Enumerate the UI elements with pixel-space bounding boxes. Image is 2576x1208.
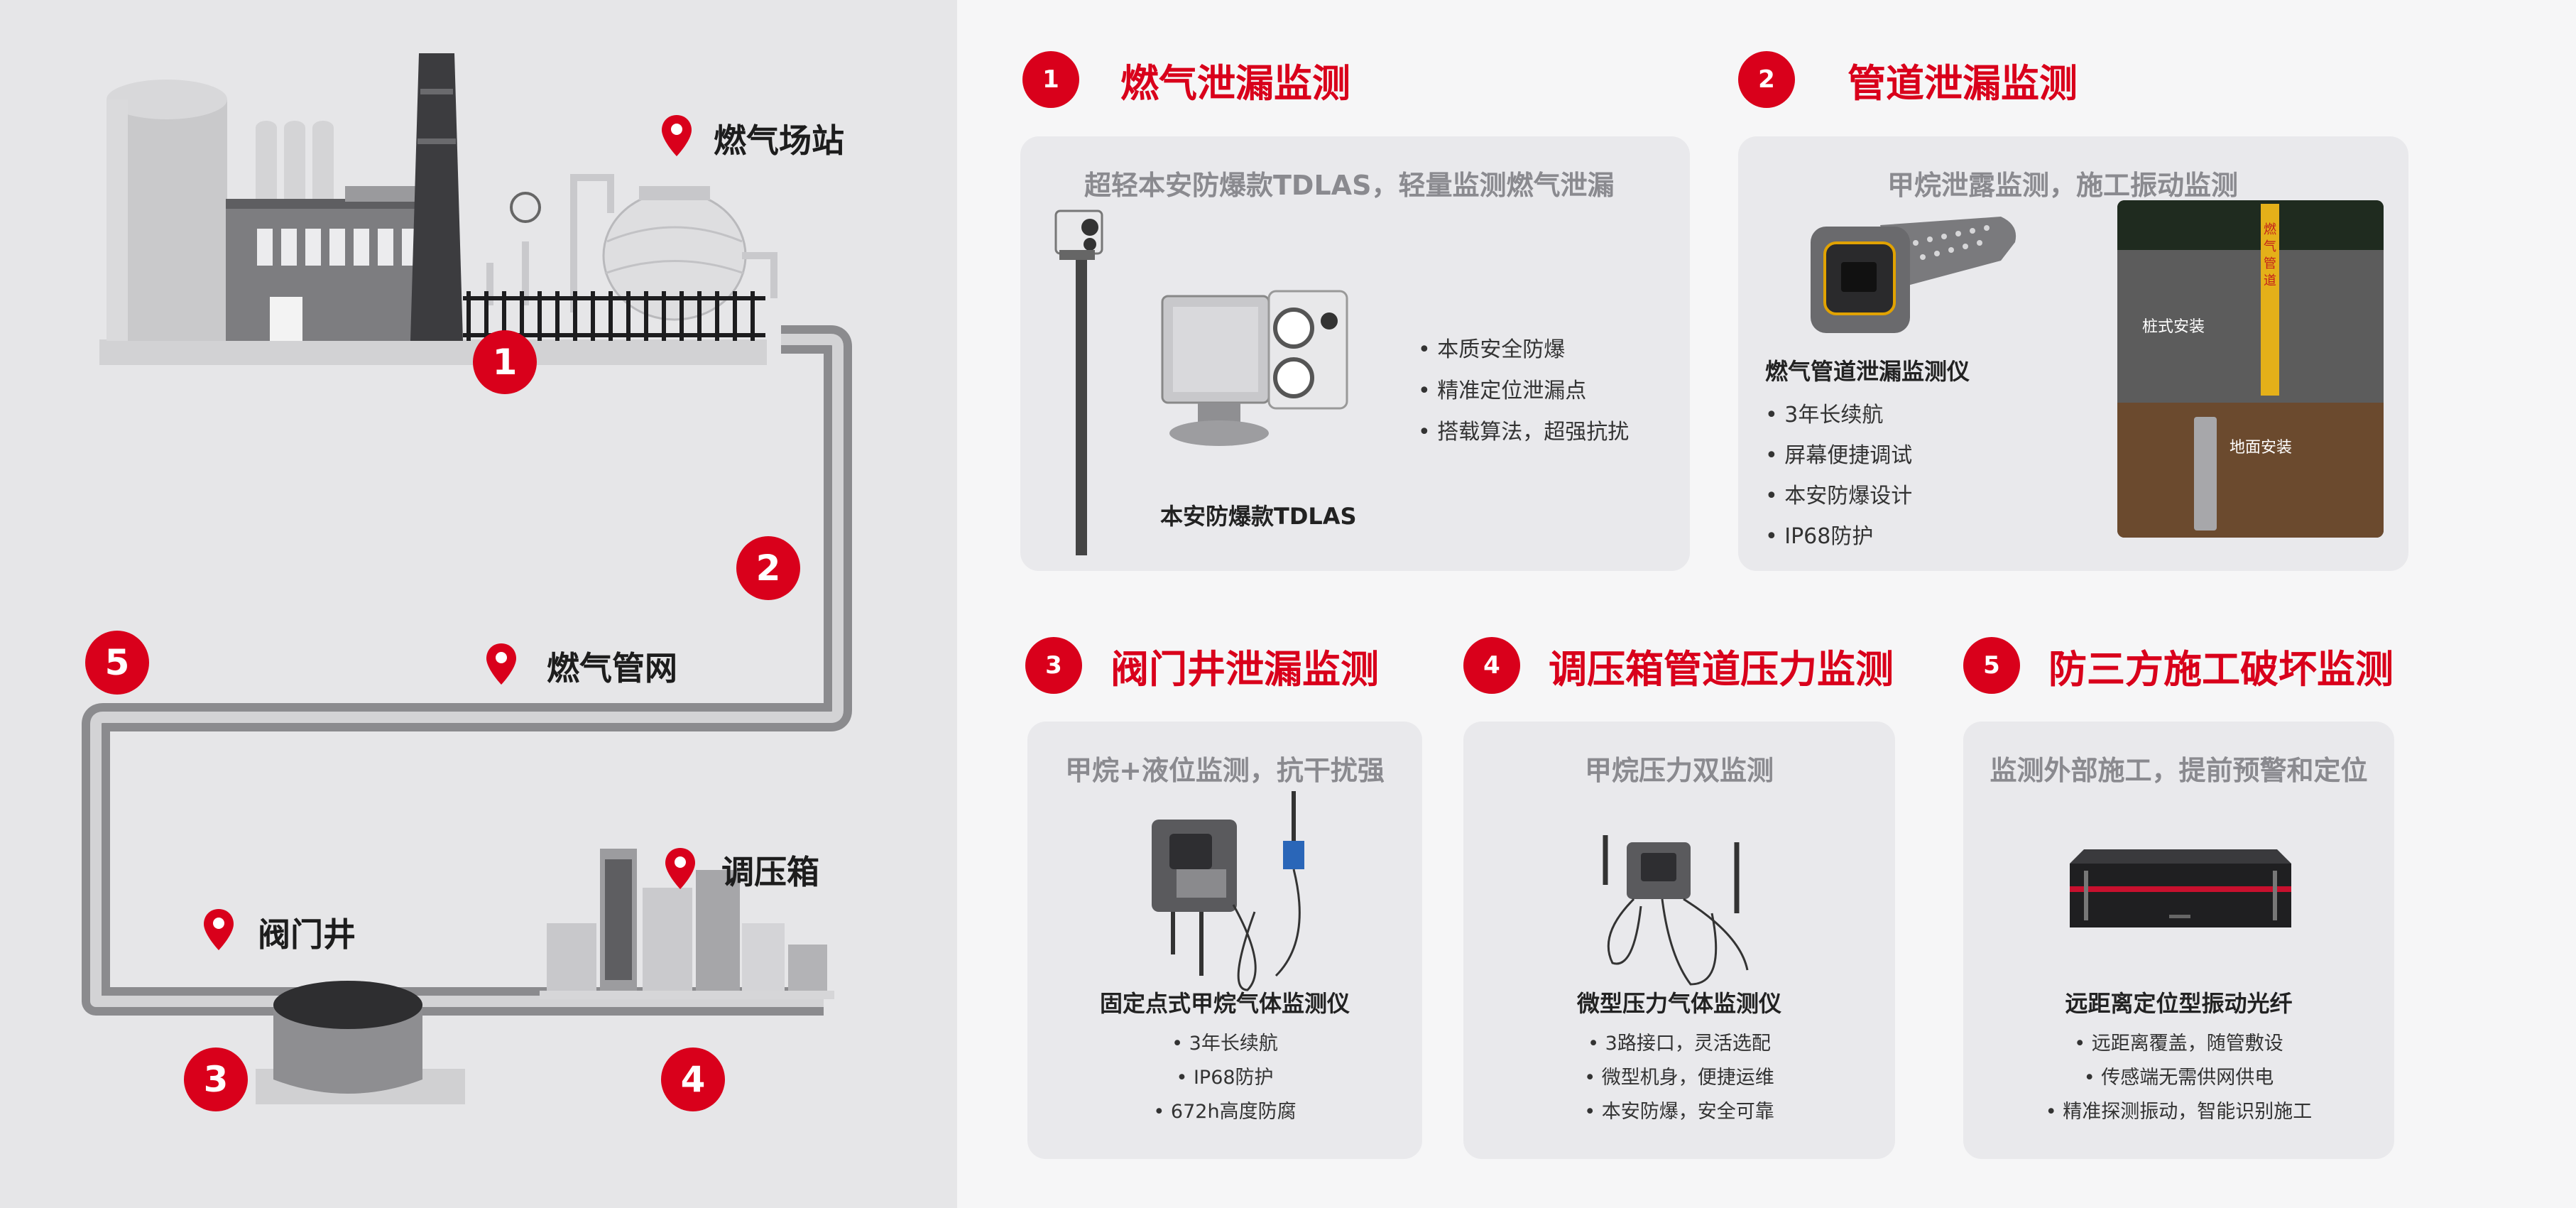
section-1-title: 燃气泄漏监测: [1120, 60, 1350, 106]
section-3-feature: • IP68防护: [1176, 1067, 1274, 1089]
section-1-subtitle: 超轻本安防爆款TDLAS，轻量监测燃气泄漏: [1084, 170, 1615, 201]
photo-label-pile: 桩式安装: [2142, 318, 2205, 336]
section-1-card: 超轻本安防爆款TDLAS，轻量监测燃气泄漏 本安防爆款TDLAS • 本质安全防…: [1020, 136, 1690, 571]
station-label: 燃气场站: [714, 121, 844, 160]
section-4-product-name: 微型压力气体监测仪: [1576, 990, 1781, 1017]
section-4-card: 甲烷压力双监测 微型压力气体监测仪 • 3路接口，灵活选配 • 微型机身，便捷运…: [1463, 722, 1895, 1159]
section-3-card: 甲烷+液位监测，抗干扰强 固定点式甲烷气体监测仪 • 3年长续航 • IP68防…: [1027, 722, 1422, 1159]
section-3-feature: • 672h高度防腐: [1153, 1101, 1297, 1123]
section-5-product-name: 远距离定位型振动光纤: [2065, 990, 2293, 1017]
section-2-header: 2 管道泄漏监测: [1738, 51, 2078, 108]
section-1-number: 1: [1022, 51, 1079, 108]
photo-label-ground: 地面安装: [2230, 439, 2293, 457]
section-4-feature: • 本安防爆，安全可靠: [1584, 1101, 1774, 1123]
map-badge-5: 5: [85, 631, 149, 695]
section-4-feature: • 3路接口，灵活选配: [1588, 1033, 1771, 1055]
section-1-feature: • 搭载算法，超强抗扰: [1418, 420, 1630, 445]
section-2-feature: • 屏幕便捷调试: [1765, 443, 1913, 468]
section-5-title: 防三方施工破坏监测: [2048, 646, 2394, 692]
section-2-feature: • IP68防护: [1765, 524, 1874, 549]
section-2-subtitle: 甲烷泄露监测，施工振动监测: [1887, 170, 2239, 201]
section-2-number: 2: [1738, 51, 1795, 108]
map-badge-2: 2: [736, 536, 800, 600]
section-5-feature: • 精准探测振动，智能识别施工: [2045, 1101, 2313, 1123]
regulator-box-label: 调压箱: [721, 853, 819, 891]
section-2-product-name: 燃气管道泄漏监测仪: [1765, 358, 1970, 385]
fixed-methane-detector-illustration: [1152, 791, 1304, 991]
installation-photo: 燃气管道 桩式安装 地面安装: [2117, 200, 2384, 538]
photo-soil: [2117, 403, 2384, 538]
location-pin-icon: [204, 909, 234, 950]
marker-post: [2261, 204, 2279, 396]
pipe-network-label: 燃气管网: [547, 649, 677, 687]
photo-road: [2117, 250, 2384, 403]
section-2-feature: • 3年长续航: [1765, 403, 1884, 428]
ground-sensor: [2194, 417, 2217, 530]
location-pin-icon: [486, 643, 516, 685]
map-badge-4: 4: [661, 1048, 725, 1111]
pressure-gauge-illustration: [510, 192, 541, 223]
valve-well-label: 阀门井: [258, 915, 356, 954]
location-pin-icon: [662, 115, 692, 156]
factory-building-illustration: [226, 186, 432, 341]
section-4-number: 4: [1463, 637, 1520, 694]
section-3-subtitle: 甲烷+液位监测，抗干扰强: [1065, 755, 1385, 786]
fence-illustration: [463, 291, 765, 341]
section-1-feature: • 本质安全防爆: [1418, 337, 1566, 362]
city-buildings-illustration: [540, 849, 834, 999]
marker-post-text: 燃气管道: [2264, 222, 2276, 288]
valve-well-illustration: [256, 981, 465, 1104]
section-3-product-name: 固定点式甲烷气体监测仪: [1099, 990, 1350, 1017]
section-3-title: 阀门井泄漏监测: [1110, 646, 1379, 692]
section-3-header: 3 阀门井泄漏监测: [1025, 637, 1379, 694]
section-5-header: 5 防三方施工破坏监测: [1963, 637, 2394, 694]
section-1-header: 1 燃气泄漏监测: [1022, 51, 1350, 108]
section-4-header: 4 调压箱管道压力监测: [1463, 637, 1894, 694]
section-2-card: 甲烷泄露监测，施工振动监测 燃气管道泄漏监测仪 • 3年长续航 • 屏幕便捷调试…: [1738, 136, 2408, 571]
section-5-number: 5: [1963, 637, 2020, 694]
storage-tank-illustration: [107, 80, 227, 341]
pipe-leak-monitor-illustration: [1811, 217, 2016, 333]
map-illustration: [82, 53, 852, 1104]
section-1-product-name: 本安防爆款TDLAS: [1160, 503, 1357, 530]
micro-pressure-detector-illustration: [1603, 835, 1749, 986]
photo-foliage: [2117, 200, 2384, 250]
map-badge-3: 3: [184, 1048, 248, 1111]
section-1-feature: • 精准定位泄漏点: [1418, 379, 1587, 403]
section-4-subtitle: 甲烷压力双监测: [1584, 755, 1774, 786]
pipeline: [82, 325, 852, 1016]
tdlas-device-illustration: [1054, 210, 1348, 555]
section-4-title: 调压箱管道压力监测: [1549, 646, 1894, 692]
section-4-feature: • 微型机身，便捷运维: [1584, 1067, 1774, 1089]
section-2-feature: • 本安防爆设计: [1765, 484, 1913, 508]
map-badge-1: 1: [473, 330, 537, 394]
section-3-number: 3: [1025, 637, 1082, 694]
section-5-feature: • 远距离覆盖，随管敷设: [2074, 1033, 2283, 1055]
chimney-illustration: [410, 53, 463, 341]
section-5-subtitle: 监测外部施工，提前预警和定位: [1990, 755, 2368, 786]
station-ground: [99, 339, 767, 365]
location-pin-icon: [665, 848, 695, 889]
section-2-title: 管道泄漏监测: [1848, 60, 2078, 106]
small-tanks-illustration: [256, 121, 334, 199]
section-5-feature: • 传感端无需供网供电: [2083, 1067, 2274, 1089]
gas-network-map: 燃气场站 燃气管网 阀门井 调压箱 1 2 3 4 5: [0, 0, 957, 1208]
section-5-card: 监测外部施工，提前预警和定位 远距离定位型振动光纤 • 远距离覆盖，随管敷设 •…: [1963, 722, 2394, 1159]
section-3-feature: • 3年长续航: [1172, 1033, 1278, 1055]
vibration-fiber-host-illustration: [2070, 849, 2291, 927]
